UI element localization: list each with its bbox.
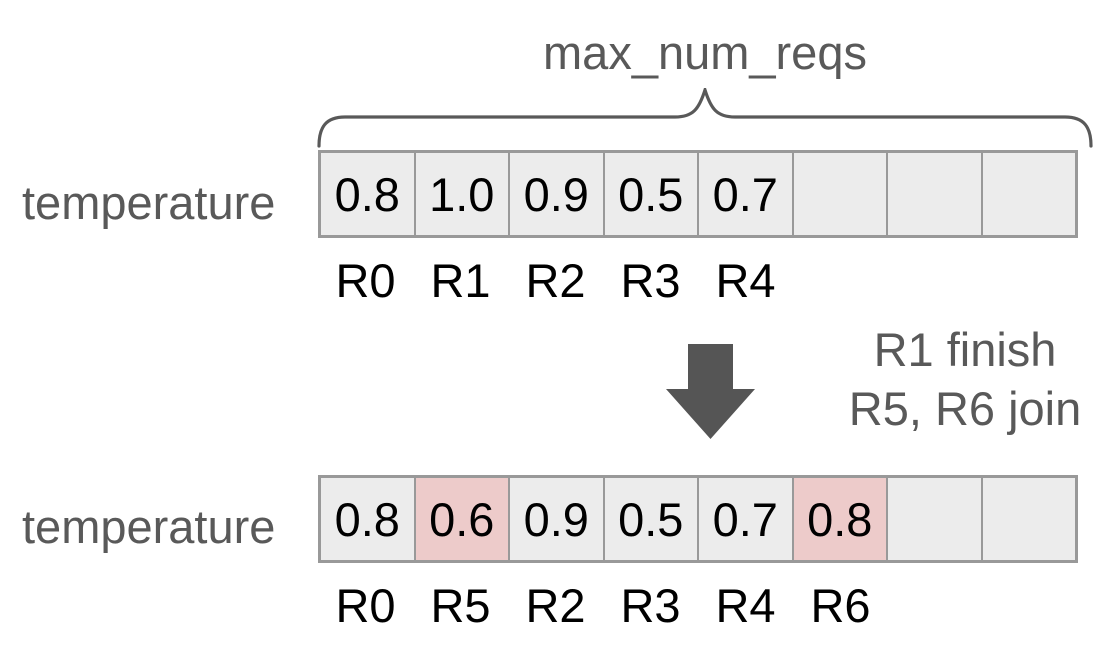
request-label	[888, 256, 983, 306]
after-request-labels: R0 R5 R2 R3 R4 R6	[318, 581, 1078, 631]
array-cell	[982, 478, 1075, 560]
before-row-label: temperature	[22, 176, 276, 229]
transition-note-line2: R5, R6 join	[848, 382, 1082, 435]
request-label: R1	[430, 254, 491, 307]
cell-value: 0.6	[429, 492, 495, 546]
request-label: R2	[525, 579, 586, 632]
request-label	[983, 256, 1078, 306]
max-num-reqs-label: max_num_reqs	[543, 26, 867, 79]
down-arrow-icon	[666, 344, 755, 439]
cell-value: 0.7	[712, 492, 778, 546]
request-label: R2	[525, 254, 586, 307]
cell-value: 0.8	[334, 167, 400, 221]
request-label	[983, 581, 1078, 631]
request-label: R5	[430, 579, 491, 632]
array-cell	[888, 153, 983, 235]
cell-value: 0.5	[618, 492, 684, 546]
request-label: R3	[620, 579, 681, 632]
array-cell	[793, 153, 888, 235]
array-cell: 0.9	[510, 153, 605, 235]
curly-brace-icon	[316, 88, 1094, 148]
request-label: R0	[335, 254, 396, 307]
cell-value: 0.8	[334, 492, 400, 546]
after-array: 0.8 0.6 0.9 0.5 0.7 0.8	[318, 475, 1078, 563]
request-label	[793, 256, 888, 306]
cell-value: 0.9	[523, 492, 589, 546]
array-cell: 0.7	[699, 478, 794, 560]
request-label: R4	[715, 254, 776, 307]
array-cell: 0.5	[604, 153, 699, 235]
after-row-label: temperature	[22, 500, 276, 553]
array-cell	[888, 478, 983, 560]
cell-value: 0.9	[523, 167, 589, 221]
request-label: R4	[715, 579, 776, 632]
array-cell	[982, 153, 1075, 235]
array-cell: 0.8	[321, 153, 416, 235]
array-cell: 0.9	[510, 478, 605, 560]
array-cell: 0.7	[699, 153, 794, 235]
array-cell: 0.6	[415, 478, 510, 560]
transition-note-line1: R1 finish	[873, 323, 1057, 376]
array-cell: 0.5	[604, 478, 699, 560]
request-label: R0	[335, 579, 396, 632]
cell-value: 1.0	[429, 167, 495, 221]
cell-value: 0.5	[618, 167, 684, 221]
request-label	[888, 581, 983, 631]
cell-value: 0.7	[712, 167, 778, 221]
array-cell: 1.0	[415, 153, 510, 235]
before-request-labels: R0 R1 R2 R3 R4	[318, 256, 1078, 306]
request-label: R3	[620, 254, 681, 307]
transition-note: R1 finish R5, R6 join	[840, 320, 1090, 438]
request-label: R6	[810, 579, 871, 632]
array-cell: 0.8	[321, 478, 416, 560]
array-cell: 0.8	[793, 478, 888, 560]
before-array: 0.8 1.0 0.9 0.5 0.7	[318, 150, 1078, 238]
cell-value: 0.8	[807, 492, 873, 546]
